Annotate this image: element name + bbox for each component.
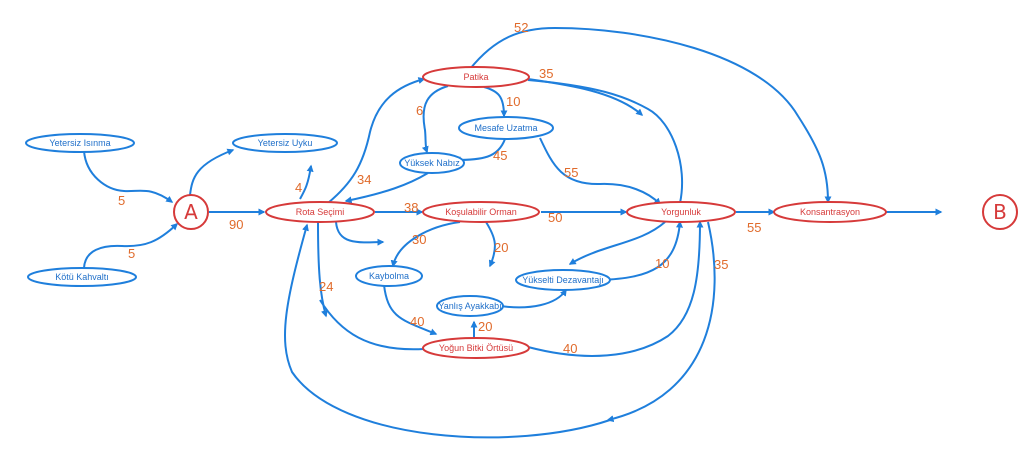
weight-mesafe-yorgunluk: 55 (564, 165, 578, 180)
weight-isinma-a: 5 (118, 193, 125, 208)
node-label: Konsantrasyon (800, 207, 860, 217)
node-label: Kötü Kahvaltı (55, 272, 109, 282)
node-label: Yüksek Nabız (404, 158, 460, 168)
node-label: Mesafe Uzatma (474, 123, 537, 133)
edge-patika-to-nabiz (421, 85, 449, 154)
weight-uyku-rota: 4 (295, 180, 302, 195)
edge-rota-to-bitki (317, 221, 328, 318)
node-yetersiz-isinma[interactable]: Yetersiz Isınma (25, 133, 135, 153)
node-label: Yükselti Dezavantajı (522, 275, 604, 285)
node-yorgunluk[interactable]: Yorgunluk (626, 201, 736, 223)
weight-patika-konsantrasyon: 52 (514, 20, 528, 35)
edge-yorgunluk-to-rota (606, 221, 716, 423)
edge-nabiz-to-rota (344, 172, 429, 204)
weight-orman-yorgunluk: 50 (548, 210, 562, 225)
node-mesafe-uzatma[interactable]: Mesafe Uzatma (458, 116, 554, 140)
terminal-end-label: B (993, 200, 1007, 224)
node-label: Yorgunluk (661, 207, 701, 217)
node-label: Yoğun Bitki Örtüsü (439, 343, 513, 353)
weight-mesafe-nabiz: 45 (493, 148, 507, 163)
weight-rota-orman: 38 (404, 200, 418, 215)
weight-orman-kaybolma: 30 (412, 232, 426, 247)
node-label: Kaybolma (369, 271, 409, 281)
edge-uyku-to-rota (299, 164, 314, 200)
edge-rota-to-patika (327, 77, 426, 204)
edges (83, 26, 943, 439)
weight-patika-yorgunluk: 35 (539, 66, 553, 81)
weight-patika-mesafe: 10 (506, 94, 520, 109)
node-yukselti-dezavantaji[interactable]: Yükselti Dezavantajı (515, 269, 611, 291)
node-kosulabilir-orman[interactable]: Koşulabilir Orman (422, 201, 540, 223)
edge-bitki-to-yorgunluk (527, 220, 704, 357)
weight-yorgunluk-yukselti: 10 (655, 256, 669, 271)
node-patika[interactable]: Patika (422, 66, 530, 88)
edge-kaybolma-to-bitki (383, 284, 438, 336)
weight-bitki-yorgunluk: 40 (563, 341, 577, 356)
edge-yukselti-to-yorgunluk-low (599, 220, 683, 281)
weight-orman-ayakkabi: 20 (494, 240, 508, 255)
weight-rota-patika: 34 (357, 172, 371, 187)
edge-rota-to-kaybolma (335, 221, 385, 246)
node-yuksek-nabiz[interactable]: Yüksek Nabız (399, 152, 465, 174)
node-konsantrasyon[interactable]: Konsantrasyon (773, 201, 887, 223)
node-yogun-bitki-ortusu[interactable]: Yoğun Bitki Örtüsü (422, 337, 530, 359)
node-label: Rota Seçimi (296, 207, 345, 217)
weight-kaybolma-bitki: 40 (410, 314, 424, 329)
edge-ayakkabi-to-yukselti (499, 288, 567, 309)
edge-yorgunluk-to-yukselti (568, 221, 666, 265)
weight-yorgunluk-rota: 35 (714, 257, 728, 272)
terminal-end[interactable]: B (982, 194, 1018, 230)
terminal-start-label: A (184, 200, 198, 224)
edge-bitki-from-rota-lower (319, 299, 425, 351)
node-kaybolma[interactable]: Kaybolma (355, 265, 423, 287)
node-label: Patika (463, 72, 488, 82)
node-rota-secimi[interactable]: Rota Seçimi (265, 201, 375, 223)
weight-a-rota: 90 (229, 217, 243, 232)
weight-yorgunluk-konsantrasyon: 55 (747, 220, 761, 235)
node-kotu-kahvalti[interactable]: Kötü Kahvaltı (27, 267, 137, 287)
node-yanlis-ayakkabi[interactable]: Yanlış Ayakkabı (436, 295, 504, 317)
weight-patika-nabiz: 6 (416, 103, 423, 118)
node-label: Yetersiz Uyku (258, 138, 313, 148)
edge-kahvalti-to-a (83, 223, 179, 269)
weight-bitki-ayakkabi: 20 (478, 319, 492, 334)
node-yetersiz-uyku[interactable]: Yetersiz Uyku (232, 133, 338, 153)
edge-mesafe-to-yorgunluk (539, 137, 661, 205)
node-label: Koşulabilir Orman (445, 207, 517, 217)
edge-loop-yorgunluk-right (527, 79, 684, 204)
node-label: Yanlış Ayakkabı (438, 301, 501, 311)
edge-loop-to-rota (284, 223, 611, 439)
edge-a-to-uyku (189, 148, 235, 196)
terminal-start[interactable]: A (173, 194, 209, 230)
edge-weights: 5 5 90 4 34 6 10 45 52 35 38 30 20 50 55… (118, 20, 761, 356)
node-label: Yetersiz Isınma (49, 138, 110, 148)
edge-orman-to-kaybolma (390, 221, 461, 268)
edge-patika-to-yorgunluk (527, 78, 644, 116)
edge-patika-to-konsantrasyon (469, 26, 832, 204)
weight-rota-bitki: 24 (319, 279, 333, 294)
edge-patika-to-mesafe (483, 86, 508, 118)
nodes: Yetersiz Isınma Kötü Kahvaltı Yetersiz U… (25, 66, 1018, 359)
edge-orman-to-ayakkabi (485, 221, 496, 268)
edge-isinma-to-a (83, 150, 174, 203)
weight-kahvalti-a: 5 (128, 246, 135, 261)
